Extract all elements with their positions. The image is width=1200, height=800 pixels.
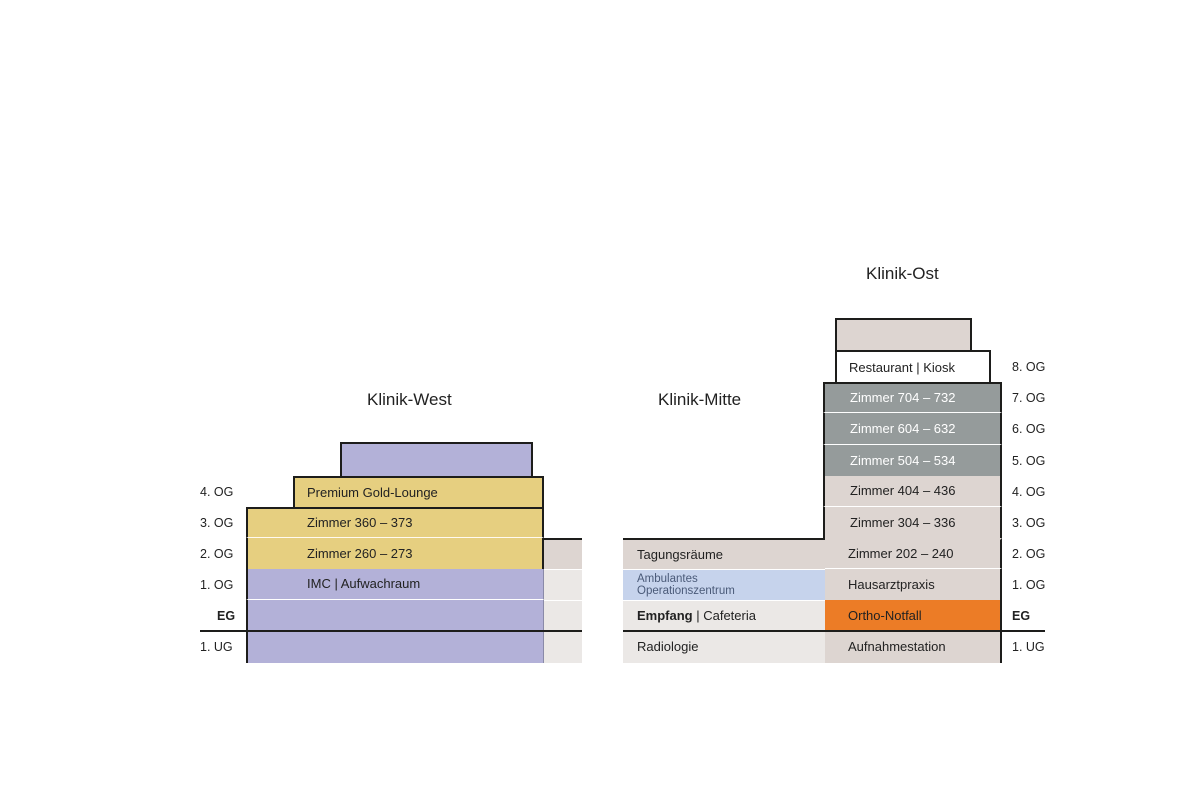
west-4og-label: Premium Gold-Lounge <box>307 484 438 500</box>
connector-1og <box>544 569 582 600</box>
title-klinik-mitte: Klinik-Mitte <box>658 390 742 409</box>
ost-2og-zimmer: Zimmer 202 – 240 <box>825 538 1002 569</box>
west-roof <box>340 442 533 477</box>
ost-8og-label: Restaurant | Kiosk <box>849 359 955 375</box>
title-klinik-ost: Klinik-Ost <box>866 264 939 283</box>
mitte-eg-label-bold: Empfang <box>637 608 693 623</box>
ost-5og-label: Zimmer 504 – 534 <box>850 452 956 468</box>
ground-line-left <box>200 630 582 632</box>
floor-label-left-2og: 2. OG <box>200 547 234 561</box>
floor-label-left-1og: 1. OG <box>200 578 234 592</box>
ost-7og-zimmer: Zimmer 704 – 732 <box>823 382 1002 413</box>
ost-4og-zimmer: Zimmer 404 – 436 <box>823 476 1002 507</box>
ost-7og-label: Zimmer 704 – 732 <box>850 390 956 405</box>
floor-label-right-eg: EG <box>1012 609 1031 623</box>
title-klinik-west: Klinik-West <box>367 390 452 409</box>
floor-label-left-4og: 4. OG <box>200 485 234 499</box>
west-eg <box>246 600 544 631</box>
ost-roof <box>835 318 972 352</box>
floor-label-right-7og: 7. OG <box>1012 391 1046 405</box>
ost-3og-zimmer: Zimmer 304 – 336 <box>823 507 1002 538</box>
ost-4og-label: Zimmer 404 – 436 <box>850 483 956 498</box>
ost-1og-label: Hausarztpraxis <box>848 576 935 592</box>
floor-label-right-3og: 3. OG <box>1012 516 1046 530</box>
floor-label-right-1og: 1. OG <box>1012 578 1046 592</box>
mitte-2og-tagungsraeume: Tagungsräume <box>623 538 825 569</box>
floor-label-right-5og: 5. OG <box>1012 454 1046 468</box>
ost-1og-hausarztpraxis: Hausarztpraxis <box>825 569 1002 600</box>
mitte-1og-label: Ambulantes Operationszentrum <box>637 573 735 597</box>
ost-6og-label: Zimmer 604 – 632 <box>850 420 956 436</box>
mitte-1og-label-line2: Operationszentrum <box>637 585 735 597</box>
west-1og-imc: IMC | Aufwachraum <box>246 569 544 600</box>
connector-1ug <box>544 631 582 663</box>
mitte-eg-empfang: Empfang | Cafeteria <box>623 600 825 631</box>
floor-label-right-4og: 4. OG <box>1012 485 1046 499</box>
ost-eg-ortho-notfall: Ortho-Notfall <box>825 600 1002 631</box>
ost-1ug-label: Aufnahmestation <box>848 639 946 654</box>
floor-label-left-eg: EG <box>217 609 236 623</box>
mitte-eg-label-rest: | Cafeteria <box>692 608 756 623</box>
ost-eg-label: Ortho-Notfall <box>848 607 922 623</box>
floor-label-left-1ug: 1. UG <box>200 640 233 654</box>
mitte-1ug-label: Radiologie <box>637 639 699 654</box>
floor-label-right-1ug: 1. UG <box>1012 640 1045 654</box>
ost-2og-label: Zimmer 202 – 240 <box>848 546 954 561</box>
west-2og-zimmer: Zimmer 260 – 273 <box>246 538 544 569</box>
mitte-1ug-radiologie: Radiologie <box>623 631 825 663</box>
mitte-eg-label: Empfang | Cafeteria <box>637 609 756 623</box>
west-1og-label: IMC | Aufwachraum <box>307 576 421 591</box>
mitte-2og-label: Tagungsräume <box>637 546 723 562</box>
west-1ug <box>246 631 544 663</box>
mitte-1og-label-line1: Ambulantes <box>637 573 698 585</box>
ost-8og-restaurant: Restaurant | Kiosk <box>835 350 991 383</box>
eg-line-left <box>200 599 246 600</box>
ground-line-right <box>623 630 1045 632</box>
west-2og-label: Zimmer 260 – 273 <box>307 545 413 561</box>
mitte-1og-ambulantes-op: Ambulantes Operationszentrum <box>623 569 825 600</box>
west-3og-label: Zimmer 360 – 373 <box>307 515 413 530</box>
connector-2og <box>544 538 582 569</box>
west-4og-premium-lounge: Premium Gold-Lounge <box>293 476 544 507</box>
ost-1ug-aufnahmestation: Aufnahmestation <box>825 631 1002 663</box>
ost-6og-zimmer: Zimmer 604 – 632 <box>823 413 1002 445</box>
west-3og-zimmer: Zimmer 360 – 373 <box>246 507 544 538</box>
floor-label-left-3og: 3. OG <box>200 516 234 530</box>
floor-label-right-8og: 8. OG <box>1012 360 1046 374</box>
floor-label-right-2og: 2. OG <box>1012 547 1046 561</box>
ost-3og-label: Zimmer 304 – 336 <box>850 514 956 530</box>
ost-5og-zimmer: Zimmer 504 – 534 <box>823 445 1002 476</box>
floor-label-right-6og: 6. OG <box>1012 422 1046 436</box>
connector-eg <box>544 600 582 631</box>
